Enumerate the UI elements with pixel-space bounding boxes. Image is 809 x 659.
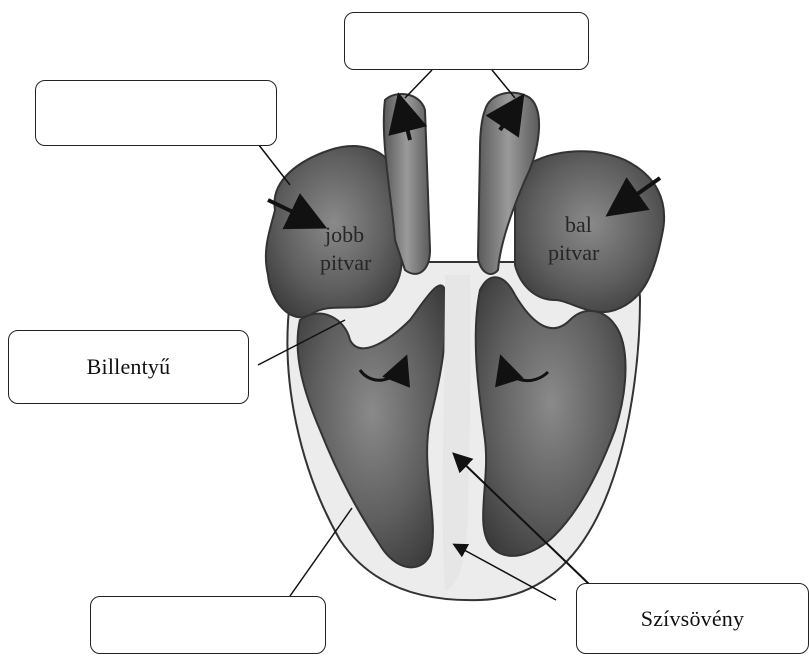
left-atrium-label-line1: bal bbox=[565, 212, 592, 237]
right-atrium-label-line1: jobb bbox=[324, 222, 364, 247]
leader-line-top-left bbox=[405, 70, 432, 98]
label-text-septum: Szívsövény bbox=[641, 606, 744, 632]
label-box-upper-left[interactable] bbox=[35, 80, 277, 146]
left-atrium-label-line2: pitvar bbox=[548, 240, 600, 265]
label-box-top[interactable] bbox=[344, 12, 589, 70]
label-box-valve[interactable]: Billentyű bbox=[8, 330, 249, 404]
leader-line-upper-left bbox=[255, 140, 290, 185]
label-box-bottom-left[interactable] bbox=[90, 596, 326, 654]
leader-line-bottom-left bbox=[290, 508, 352, 596]
label-text-valve: Billentyű bbox=[87, 354, 171, 380]
label-box-septum[interactable]: Szívsövény bbox=[576, 583, 809, 654]
right-atrium-label-line2: pitvar bbox=[320, 250, 372, 275]
